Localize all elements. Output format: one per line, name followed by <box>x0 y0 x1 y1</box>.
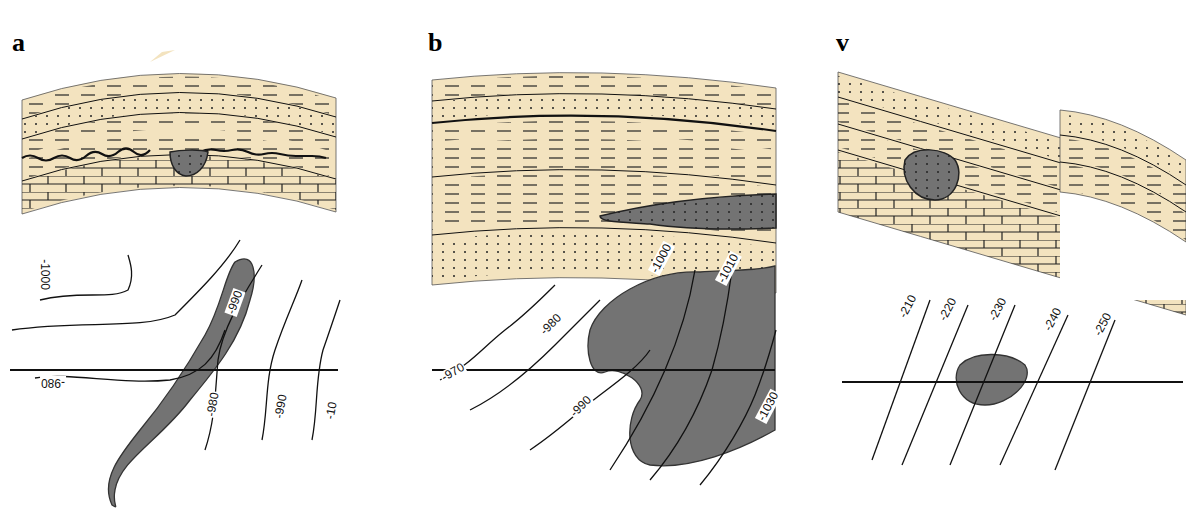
section-ground <box>150 50 175 62</box>
contour-value: -250 <box>1091 310 1115 339</box>
section-mask <box>1060 110 1186 300</box>
panel-letter: v <box>836 30 849 56</box>
layer-boundary <box>432 228 776 243</box>
contour-value: -230 <box>986 295 1010 324</box>
rock-layer <box>432 233 776 288</box>
layer-boundary <box>432 170 776 185</box>
section-ground <box>22 73 336 214</box>
panel-letter: a <box>12 30 25 56</box>
contour-value: -980 <box>204 391 221 419</box>
contour-value: -990 <box>272 393 289 421</box>
contour-value: -990 <box>567 393 595 421</box>
reservoir-body <box>600 194 776 229</box>
contour-value: -1000 <box>38 258 51 291</box>
rock-layer <box>1060 164 1186 240</box>
contour-value: -210 <box>896 292 920 321</box>
contour-value: -980 <box>537 311 565 339</box>
layer-boundary <box>432 116 776 131</box>
layer-boundary <box>1060 162 1186 212</box>
layer-boundary <box>432 94 776 109</box>
contour-value: -980 <box>40 376 66 389</box>
reservoir-body <box>170 150 208 176</box>
section-ground <box>838 72 1186 315</box>
section-ground <box>432 73 776 293</box>
reservoir-body <box>904 150 959 200</box>
layer-boundary <box>22 112 336 139</box>
contour-value: -970 <box>438 360 467 384</box>
contour-value: -10 <box>324 400 340 421</box>
section-ground <box>1060 110 1186 242</box>
layer-boundary <box>22 92 336 119</box>
panel-letter: b <box>428 30 442 56</box>
contour-value: -220 <box>936 295 960 324</box>
